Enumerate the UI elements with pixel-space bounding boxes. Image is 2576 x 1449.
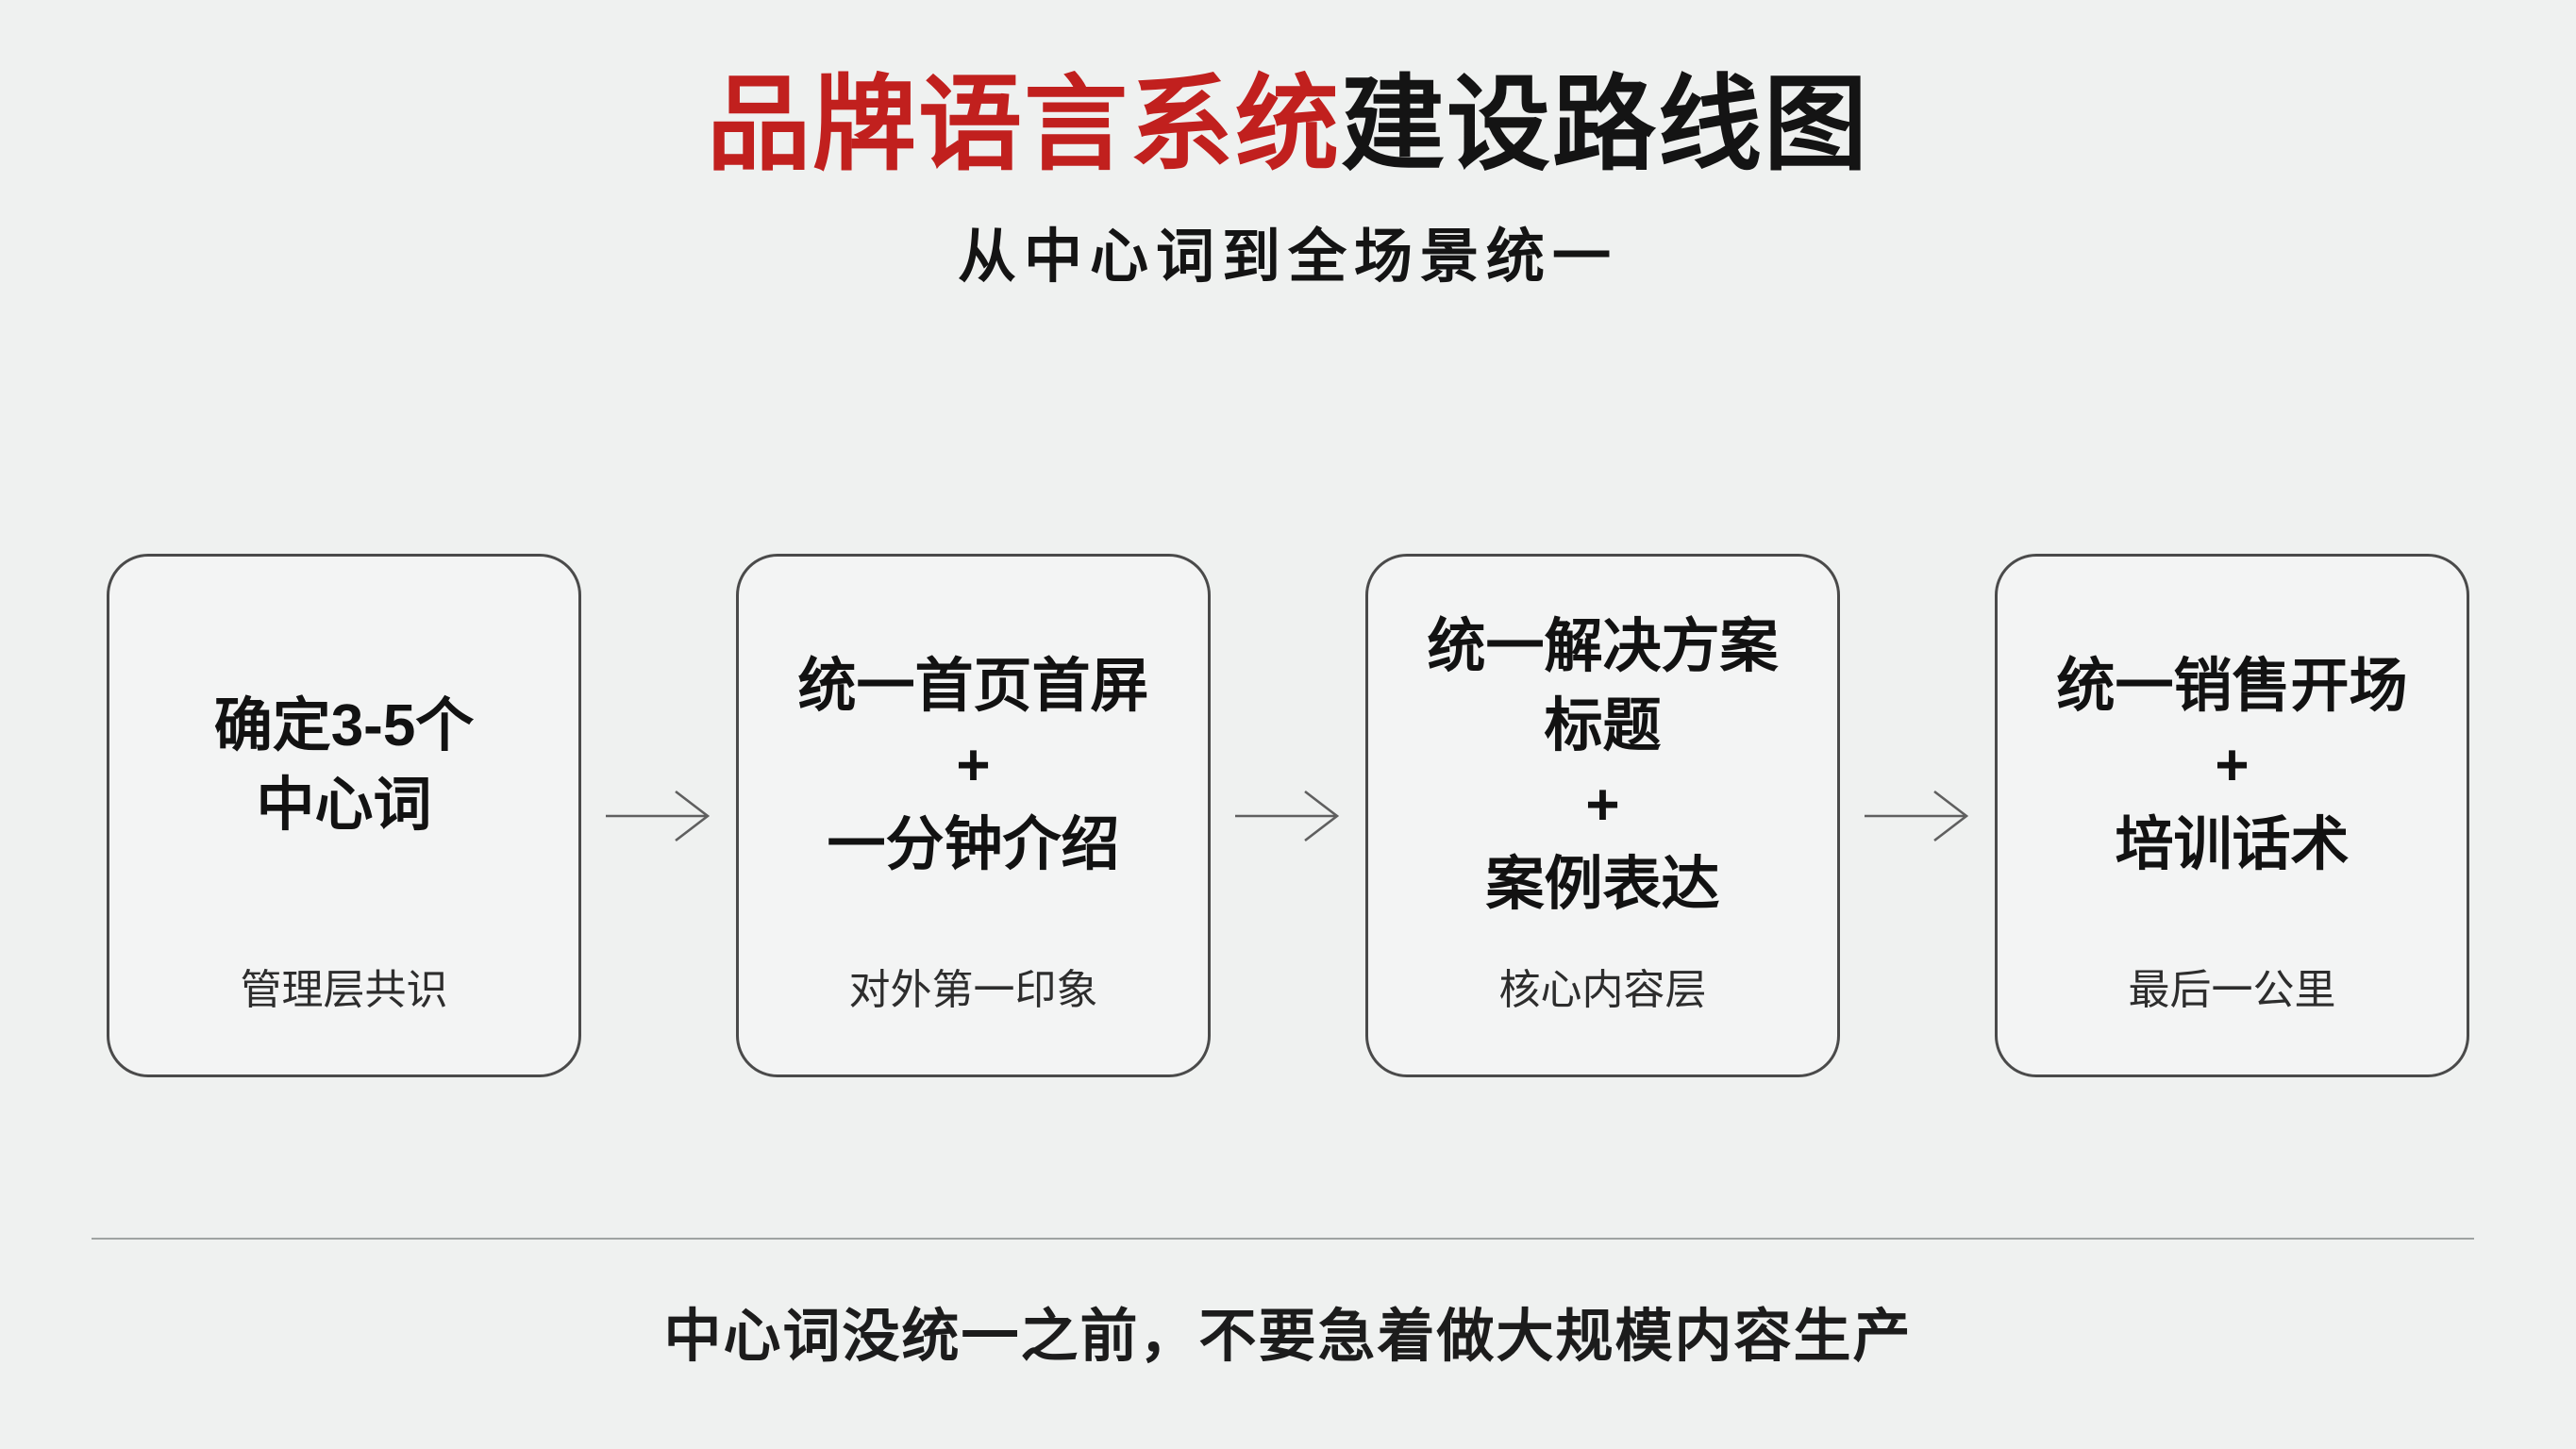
flow-diagram: 确定3-5个 中心词 管理层共识 统一首页首屏 + 一分钟介绍 对外第一印象 统… — [0, 554, 2576, 1077]
step-3-title: 统一解决方案 标题 + 案例表达 — [1368, 557, 1837, 956]
right-arrow-icon — [606, 790, 711, 841]
step-1-title: 确定3-5个 中心词 — [109, 557, 578, 956]
step-title-line: 确定3-5个 — [213, 692, 475, 758]
page-title-rest: 建设路线图 — [1341, 67, 1869, 183]
page-title-highlight: 品牌语言系统 — [707, 67, 1341, 183]
page-subtitle: 从中心词到全场景统一 — [957, 225, 1618, 290]
step-title-line: 案例表达 — [1485, 851, 1720, 917]
step-title-line: 中心词 — [256, 772, 432, 838]
right-arrow-icon — [1865, 790, 1969, 841]
step-title-line: 统一销售开场 — [2056, 653, 2408, 719]
step-title-line: + — [2215, 732, 2250, 798]
arrow-gap — [1840, 554, 1995, 1077]
step-title-line: 统一解决方案 — [1427, 613, 1779, 679]
arrow-gap — [1211, 554, 1365, 1077]
step-title-line: 一分钟介绍 — [827, 811, 1120, 877]
arrow-gap — [581, 554, 736, 1077]
step-box-2: 统一首页首屏 + 一分钟介绍 对外第一印象 — [736, 554, 1211, 1077]
step-4-title: 统一销售开场 + 培训话术 — [1998, 557, 2467, 956]
header: 品牌语言系统建设路线图 从中心词到全场景统一 — [0, 68, 2576, 293]
step-2-title: 统一首页首屏 + 一分钟介绍 — [739, 557, 1208, 956]
right-arrow-icon — [1235, 790, 1340, 841]
step-title-line: + — [956, 732, 991, 798]
step-title-line: 培训话术 — [2115, 811, 2350, 877]
step-title-line: 标题 — [1544, 692, 1662, 758]
step-title-line: 统一首页首屏 — [797, 653, 1149, 719]
step-1-caption: 管理层共识 — [240, 967, 448, 1013]
step-3-caption: 核心内容层 — [1498, 967, 1707, 1013]
footer-note: 中心词没统一之前，不要急着做大规模内容生产 — [663, 1304, 1913, 1368]
step-2-caption: 对外第一印象 — [848, 967, 1098, 1013]
step-box-4: 统一销售开场 + 培训话术 最后一公里 — [1995, 554, 2469, 1077]
step-4-caption: 最后一公里 — [2128, 967, 2336, 1013]
step-box-3: 统一解决方案 标题 + 案例表达 核心内容层 — [1365, 554, 1840, 1077]
page-title: 品牌语言系统建设路线图 — [0, 68, 2576, 182]
divider-line — [92, 1238, 2474, 1240]
step-box-1: 确定3-5个 中心词 管理层共识 — [107, 554, 581, 1077]
step-title-line: + — [1585, 772, 1620, 838]
